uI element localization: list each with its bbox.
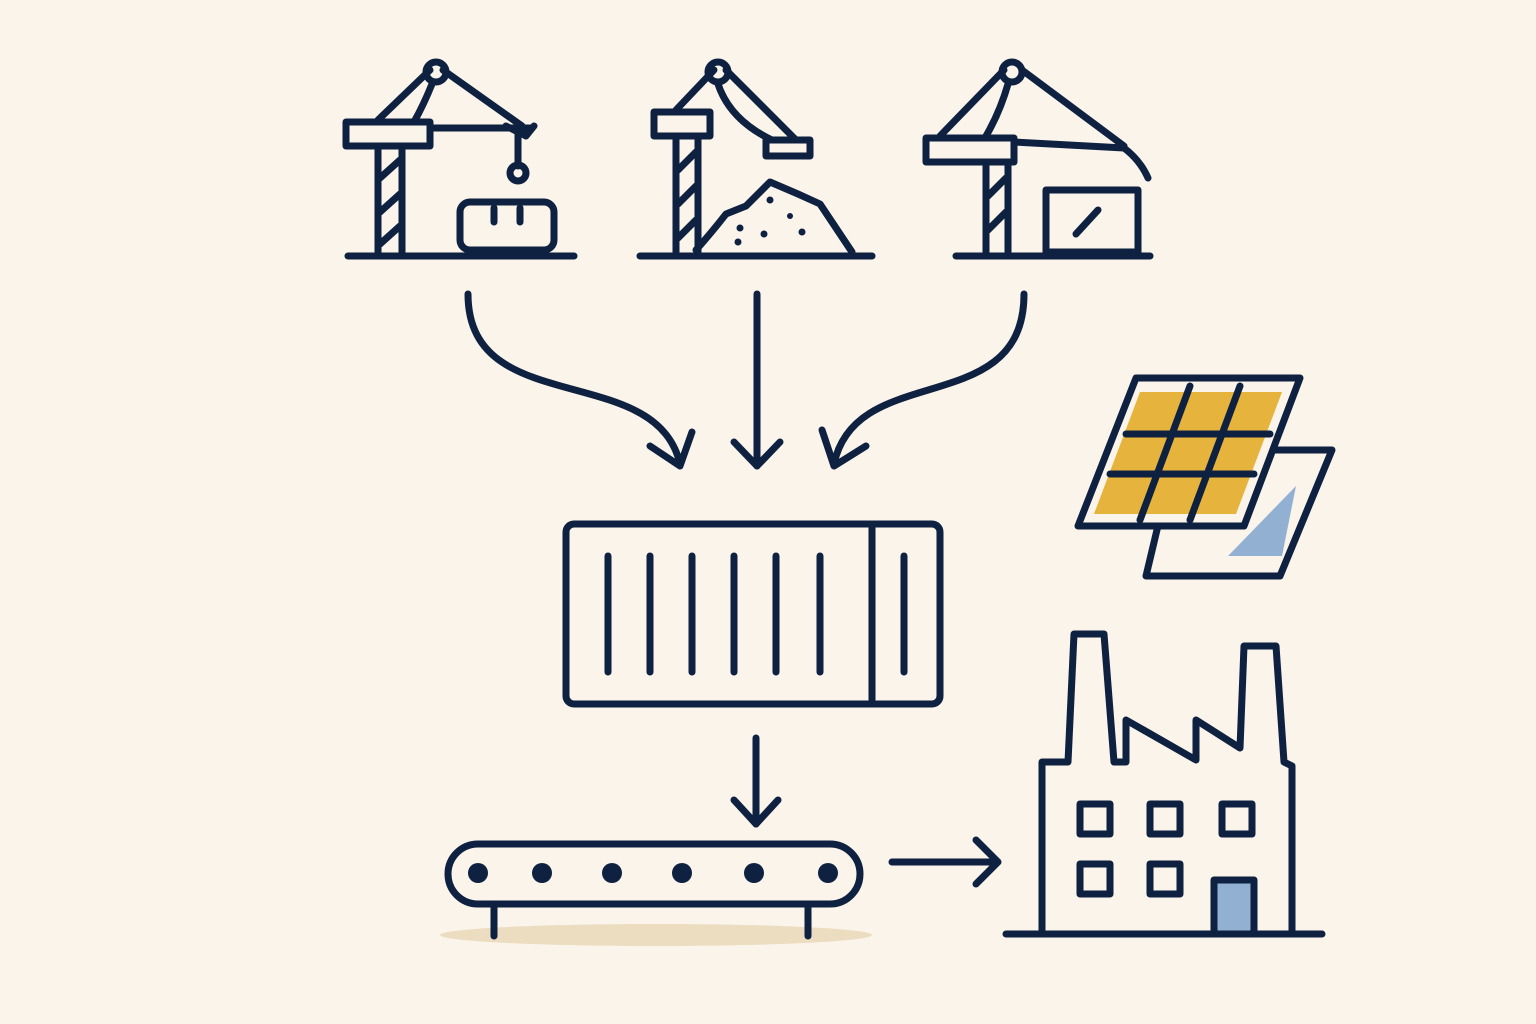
solar-panel-reflection <box>1228 486 1296 556</box>
factory-door <box>1214 880 1254 934</box>
conveyor-roller <box>672 863 692 883</box>
shipping-container-icon <box>562 520 944 708</box>
solar-panel-cells <box>1094 392 1282 514</box>
crane-bulk-pile-icon <box>636 58 876 260</box>
crane-crate-icon <box>342 58 578 260</box>
factory-icon <box>1002 630 1326 938</box>
arrow-conveyor-to-factory <box>888 836 1002 888</box>
arrow-crane-crate-to-container <box>464 290 696 470</box>
conveyor-roller <box>468 863 488 883</box>
crane-container-icon <box>922 58 1154 260</box>
conveyor-roller <box>818 863 838 883</box>
solar-panel-icon <box>1074 374 1336 580</box>
bulk-pile-dots <box>734 196 806 246</box>
conveyor-ground-shadow <box>440 924 872 946</box>
conveyor-roller <box>744 863 764 883</box>
arrow-crane-container-to-container <box>818 290 1028 470</box>
conveyor-roller <box>532 863 552 883</box>
arrow-crane-bulk-to-container <box>730 290 784 470</box>
conveyor-belt-icon <box>444 840 864 940</box>
arrow-container-to-conveyor <box>730 734 782 828</box>
conveyor-roller <box>602 863 622 883</box>
